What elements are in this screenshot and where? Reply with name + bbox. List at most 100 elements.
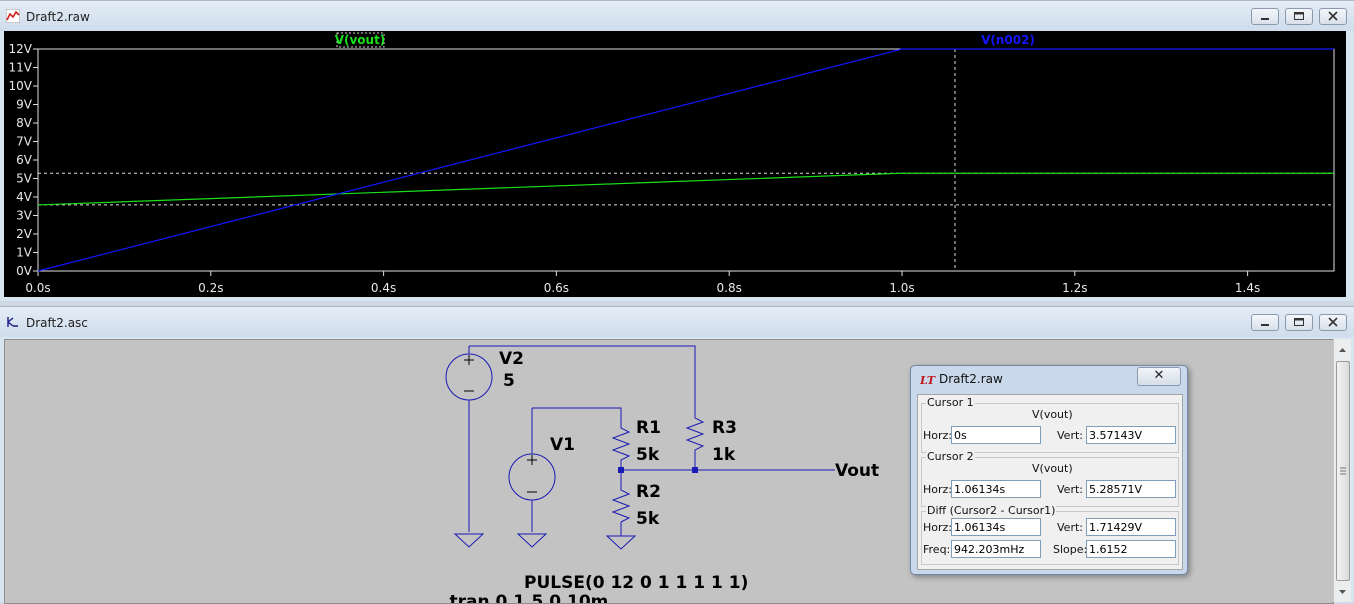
schematic-drawing: V2 5 V1 R1 5k R3 1k R2 5k Vout PULSE(0 1… [443, 345, 879, 603]
diff-freq-label: Freq: [923, 543, 951, 556]
v2-polarity-icon [464, 355, 474, 392]
minimize-button[interactable] [1251, 8, 1279, 25]
cursor2-horz-field[interactable]: 1.06134s [951, 480, 1041, 498]
cursor2-vert-label: Vert: [1057, 483, 1083, 496]
ground-symbol [605, 535, 637, 550]
maximize-button[interactable] [1285, 8, 1313, 25]
ground-symbol [516, 533, 548, 548]
diff-group: Diff (Cursor2 - Cursor1) Horz: 1.06134s … [921, 504, 1179, 565]
diff-horz-label: Horz: [923, 521, 953, 534]
x-tick-label: 1.4s [1235, 281, 1260, 295]
tran-directive[interactable]: .tran 0 1.5 0 10m [443, 592, 608, 603]
y-tick-label: 8V [16, 116, 33, 130]
v1-name: V1 [550, 435, 575, 455]
waveform-icon [6, 9, 20, 23]
r2-value: 5k [636, 509, 660, 529]
y-tick-label: 12V [9, 42, 33, 56]
diff-freq-field[interactable]: 942.203mHz [951, 540, 1041, 558]
r2-name: R2 [636, 482, 661, 502]
legend-selected-box [336, 32, 385, 48]
close-icon [1328, 11, 1338, 21]
trace-vn002 [37, 48, 1334, 272]
y-tick-label: 2V [16, 227, 33, 241]
diff-slope-label: Slope: [1053, 543, 1088, 556]
trace-vvout [37, 172, 1334, 206]
close-button[interactable] [1319, 314, 1347, 331]
ground-symbol [453, 533, 485, 548]
cursor1-horz-label: Horz: [923, 429, 953, 442]
voltage-source-v2[interactable] [445, 353, 493, 401]
x-tick-label: 0.0s [25, 281, 50, 295]
junction-dot [618, 467, 624, 473]
diff-slope-field[interactable]: 1.6152 [1086, 540, 1176, 558]
wire [532, 407, 622, 418]
y-tick-label: 10V [9, 79, 33, 93]
r3-value: 1k [712, 445, 736, 465]
scroll-up-icon[interactable] [1334, 343, 1351, 357]
cursor2-group: Cursor 2 V(vout) Horz: 1.06134s Vert: 5.… [921, 450, 1179, 507]
schematic-window-title: Draft2.asc [26, 316, 88, 330]
r1-name: R1 [636, 418, 661, 438]
y-tick-label: 4V [16, 190, 33, 204]
close-button[interactable] [1319, 8, 1347, 25]
y-tick-label: 6V [16, 153, 33, 167]
x-tick-label: 0.4s [371, 281, 396, 295]
cursor2-label: Cursor 2 [926, 450, 975, 463]
r1-value: 5k [636, 445, 660, 465]
grip-icon [1340, 467, 1346, 475]
vertical-scrollbar[interactable] [1333, 339, 1351, 602]
y-tick-label: 5V [16, 172, 33, 186]
ltspice-logo-icon: LT [920, 374, 936, 387]
schematic-icon [7, 317, 18, 327]
cursor1-trace: V(vout) [1032, 408, 1073, 421]
r3-name: R3 [712, 418, 737, 438]
scroll-down-icon[interactable] [1334, 585, 1351, 599]
legend-n002: V(n002) [981, 33, 1035, 47]
maximize-button[interactable] [1285, 314, 1313, 331]
maximize-icon [1294, 12, 1304, 20]
x-tick-label: 0.2s [198, 281, 223, 295]
dialog-close-button[interactable]: ✕ [1137, 367, 1181, 386]
x-tick-label: 1.0s [889, 281, 914, 295]
diff-vert-field[interactable]: 1.71429V [1086, 518, 1176, 536]
resistor-r2[interactable] [611, 482, 631, 523]
cursor2-vert-field[interactable]: 5.28571V [1086, 480, 1176, 498]
v2-name: V2 [499, 349, 524, 369]
dialog-title: Draft2.raw [939, 372, 1003, 386]
minimize-icon [1261, 324, 1269, 326]
cursor1-vert-label: Vert: [1057, 429, 1083, 442]
y-tick-label: 1V [16, 246, 33, 260]
schematic-titlebar[interactable]: Draft2.asc [0, 307, 1354, 337]
resistor-r3[interactable] [685, 400, 705, 468]
diff-horz-field[interactable]: 1.06134s [951, 518, 1041, 536]
v2-value: 5 [503, 371, 515, 391]
cursor1-label: Cursor 1 [926, 396, 975, 409]
diff-label: Diff (Cursor2 - Cursor1) [926, 504, 1057, 517]
resistor-r1[interactable] [611, 418, 631, 468]
dialog-body: Cursor 1 V(vout) Horz: 0s Vert: 3.57143V… [917, 394, 1183, 570]
diff-vert-label: Vert: [1057, 521, 1083, 534]
minimize-button[interactable] [1251, 314, 1279, 331]
x-tick-label: 1.2s [1062, 281, 1087, 295]
cursor2-trace: V(vout) [1032, 462, 1073, 475]
x-tick-label: 0.8s [717, 281, 742, 295]
voltage-source-v1[interactable] [508, 453, 556, 501]
pulse-directive[interactable]: PULSE(0 12 0 1 1 1 1 1) [524, 573, 748, 593]
x-tick-label: 0.6s [544, 281, 569, 295]
junction-dot [692, 467, 698, 473]
cursor-readout-dialog: LT Draft2.raw ✕ Cursor 1 V(vout) Horz: 0… [910, 365, 1188, 575]
y-tick-label: 0V [16, 264, 33, 278]
plot-titlebar[interactable]: Draft2.raw [0, 1, 1354, 31]
y-tick-label: 9V [16, 98, 33, 112]
scrollbar-thumb[interactable] [1336, 361, 1350, 581]
legend-vout: V(vout) [335, 33, 386, 47]
wire [469, 345, 696, 400]
cursor1-vert-field[interactable]: 3.57143V [1086, 426, 1176, 444]
cursor2-horz-label: Horz: [923, 483, 953, 496]
cursor1-horz-field[interactable]: 0s [951, 426, 1041, 444]
y-tick-label: 3V [16, 209, 33, 223]
cursor1-group: Cursor 1 V(vout) Horz: 0s Vert: 3.57143V [921, 396, 1179, 453]
net-label-vout[interactable]: Vout [835, 461, 879, 481]
